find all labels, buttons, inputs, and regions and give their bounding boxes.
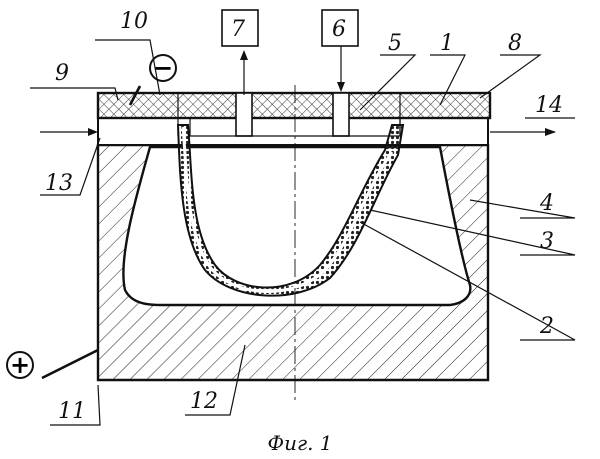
label-7: 7 bbox=[231, 17, 245, 42]
minus-sign: − bbox=[153, 54, 173, 82]
label-8: 8 bbox=[508, 31, 522, 56]
channel-gap bbox=[97, 117, 489, 146]
mold-body bbox=[96, 143, 490, 382]
plus-sign: + bbox=[10, 351, 30, 379]
label-11: 11 bbox=[58, 399, 86, 424]
plus-terminal-icon bbox=[6, 351, 34, 379]
label-4: 4 bbox=[539, 191, 554, 216]
product-layer-3 bbox=[181, 126, 394, 293]
label-10: 10 bbox=[120, 9, 148, 34]
label-9: 9 bbox=[55, 61, 69, 86]
label-1: 1 bbox=[440, 31, 454, 56]
label-14: 14 bbox=[535, 93, 563, 118]
label-2: 2 bbox=[539, 314, 554, 339]
figure-caption: Фиг. 1 bbox=[267, 431, 332, 455]
box-6 bbox=[321, 9, 359, 47]
product-layer-2 bbox=[176, 124, 405, 297]
label-13: 13 bbox=[45, 171, 73, 196]
label-12: 12 bbox=[190, 389, 218, 414]
port-7 bbox=[235, 92, 253, 137]
label-6: 6 bbox=[332, 17, 346, 42]
port-6 bbox=[332, 92, 350, 137]
label-3: 3 bbox=[540, 229, 554, 254]
leader-lines bbox=[30, 39, 576, 426]
cover-plate bbox=[96, 91, 492, 120]
box-7 bbox=[221, 9, 259, 47]
label-5: 5 bbox=[388, 31, 402, 56]
